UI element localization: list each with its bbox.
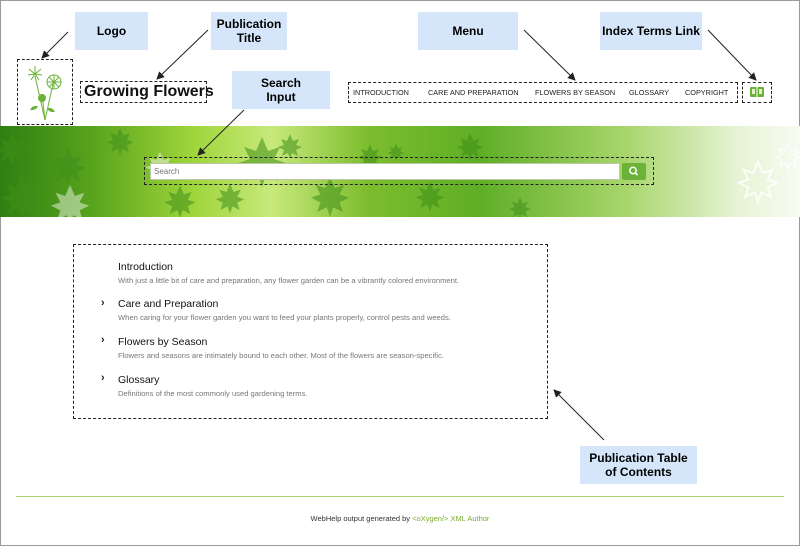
- toc-item-introduction: Introduction With just a little bit of c…: [118, 261, 459, 285]
- toc-item-flowers-by-season: Flowers by Season Flowers and seasons ar…: [118, 336, 444, 360]
- footer: WebHelp output generated by <oXygen/> XM…: [0, 514, 800, 523]
- search-button[interactable]: [622, 163, 646, 180]
- callout-menu: Menu: [418, 12, 518, 50]
- toc-description: With just a little bit of care and prepa…: [118, 276, 460, 285]
- toc-item-glossary: Glossary Definitions of the most commonl…: [118, 374, 308, 398]
- index-terms-highlight: [742, 82, 772, 103]
- toc-description: When caring for your flower garden you w…: [118, 313, 451, 322]
- menu-item-care-and-preparation[interactable]: CARE AND PREPARATION: [428, 88, 519, 97]
- toc-link-flowers-by-season[interactable]: Flowers by Season: [118, 336, 208, 348]
- logo-highlight: [17, 59, 73, 125]
- chevron-right-icon[interactable]: ›: [101, 297, 105, 309]
- footer-divider: [16, 496, 784, 497]
- magnifier-icon: [629, 166, 639, 176]
- callout-index-terms-link: Index Terms Link: [600, 12, 702, 50]
- book-icon[interactable]: [749, 86, 765, 98]
- toc-description: Flowers and seasons are intimately bound…: [118, 351, 444, 360]
- publication-title-highlight: [80, 81, 207, 103]
- toc-link-glossary[interactable]: Glossary: [118, 374, 160, 386]
- dandelion-logo-icon[interactable]: [20, 62, 70, 122]
- chevron-right-icon[interactable]: ›: [101, 372, 105, 384]
- footer-link[interactable]: <oXygen/> XML Author: [412, 514, 490, 523]
- callout-logo: Logo: [75, 12, 148, 50]
- search-input[interactable]: [150, 163, 620, 180]
- menu-item-glossary[interactable]: GLOSSARY: [629, 88, 670, 97]
- toc-description: Definitions of the most commonly used ga…: [118, 389, 308, 398]
- menu-highlight: [348, 82, 738, 103]
- chevron-right-icon[interactable]: ›: [101, 334, 105, 346]
- toc-link-care-and-preparation[interactable]: Care and Preparation: [118, 298, 219, 310]
- menu-item-flowers-by-season[interactable]: FLOWERS BY SEASON: [535, 88, 616, 97]
- menu-item-copyright[interactable]: COPYRIGHT: [685, 88, 729, 97]
- menu-item-introduction[interactable]: INTRODUCTION: [353, 88, 409, 97]
- toc-link-introduction[interactable]: Introduction: [118, 261, 173, 273]
- footer-text: WebHelp output generated by: [310, 514, 413, 523]
- top-menu: INTRODUCTION CARE AND PREPARATION FLOWER…: [348, 83, 738, 103]
- publication-title[interactable]: Growing Flowers: [84, 83, 214, 100]
- toc-highlight: [73, 244, 548, 419]
- search-highlight: [144, 157, 654, 185]
- toc-item-care-and-preparation: Care and Preparation When caring for you…: [118, 298, 451, 322]
